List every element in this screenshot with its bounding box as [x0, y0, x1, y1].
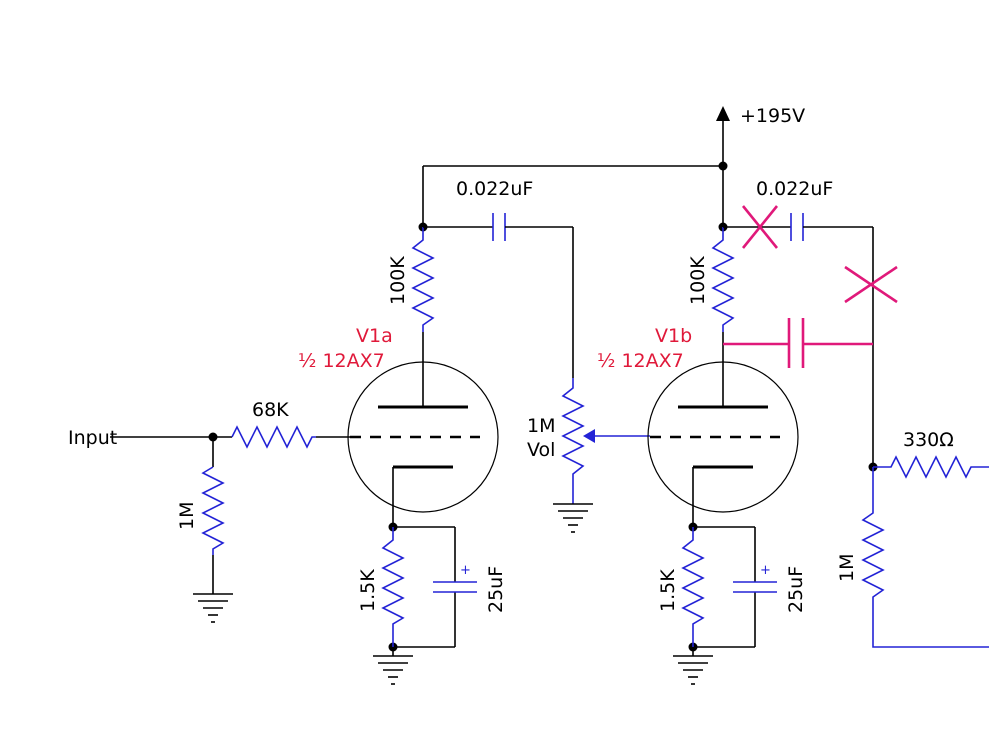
- capacitor-coupling-1: [423, 213, 574, 378]
- cross-out-mark-coupling: [741, 205, 779, 249]
- supply-rail: [422, 161, 728, 227]
- capacitor-v1a-cathode-label: 25uF: [485, 566, 507, 613]
- volume-pot: [561, 378, 585, 504]
- volume-pot-name: Vol: [527, 439, 555, 461]
- v1a-tube-type: ½ 12AX7: [298, 350, 385, 372]
- resistor-330-ohm-label: 330Ω: [903, 429, 954, 451]
- resistor-v1a-plate-label: 100K: [387, 256, 409, 305]
- supply-arrow: [716, 106, 730, 166]
- resistor-input-1m-label: 1M: [176, 502, 198, 530]
- capacitor-v1a-cathode: [433, 581, 477, 593]
- capacitor-modified-coupling: [723, 318, 873, 368]
- resistor-68k: [231, 425, 316, 449]
- input-label: Input: [68, 427, 117, 449]
- capacitor-coupling-2-label: 0.022uF: [756, 178, 833, 200]
- capacitor-coupling-1-label: 0.022uF: [456, 178, 533, 200]
- v1a-tube: [347, 361, 499, 513]
- capacitor-v1b-cathode: [733, 581, 777, 593]
- volume-pot-value: 1M: [527, 415, 555, 437]
- supply-voltage-label: +195V: [740, 105, 805, 127]
- resistor-330-ohm: [873, 455, 989, 479]
- resistor-v1a-plate-100k: [411, 227, 435, 332]
- resistor-v1a-cathode-label: 1.5K: [357, 569, 379, 612]
- v1b-tube-type: ½ 12AX7: [597, 350, 684, 372]
- v1b-cathode-wiring: [688, 467, 756, 656]
- v1a-tube-name: V1a: [356, 325, 393, 347]
- resistor-input-1m: [201, 466, 225, 555]
- v1a-cathode-wiring: [388, 467, 456, 656]
- cross-out-mark-wire: [844, 265, 898, 304]
- resistor-68k-label: 68K: [252, 399, 289, 421]
- volume-wiper-arrow: [583, 429, 595, 443]
- ground-volume: [553, 503, 593, 533]
- resistor-output-1m-label: 1M: [836, 554, 858, 582]
- resistor-v1b-plate-100k: [711, 227, 735, 332]
- v1a-cap-polarity: +: [460, 563, 471, 578]
- resistor-v1a-cathode-1-5k: [381, 527, 405, 647]
- capacitor-v1b-cathode-label: 25uF: [785, 566, 807, 613]
- v1b-tube-name: V1b: [655, 325, 692, 347]
- ground-v1a: [373, 655, 413, 685]
- v1b-cap-polarity: +: [760, 563, 771, 578]
- v1b-tube: [647, 361, 799, 513]
- capacitor-coupling-2: [723, 213, 874, 467]
- resistor-output-1m: [861, 467, 989, 648]
- resistor-v1b-cathode-label: 1.5K: [657, 569, 679, 612]
- input-wiring: [110, 432, 350, 594]
- ground-v1b: [673, 655, 713, 685]
- resistor-v1b-cathode-1-5k: [681, 527, 705, 647]
- resistor-v1b-plate-label: 100K: [687, 256, 709, 305]
- ground-input: [193, 593, 233, 623]
